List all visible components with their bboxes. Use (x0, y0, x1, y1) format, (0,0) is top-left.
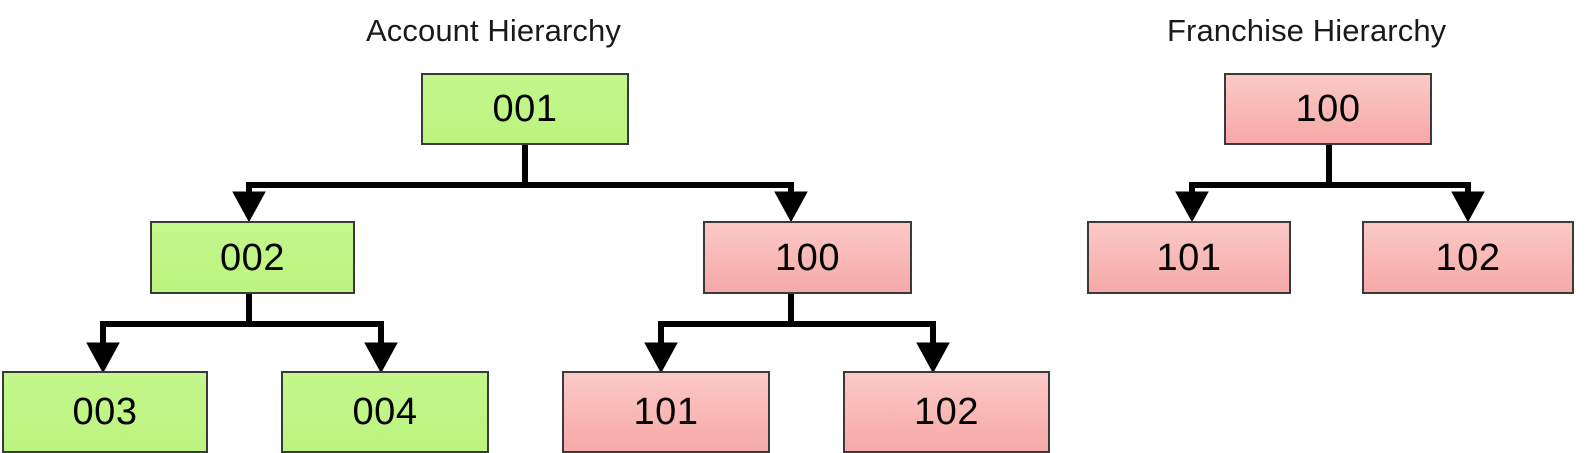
node-account-002[interactable]: 002 (150, 221, 355, 294)
node-franchise-100[interactable]: 100 (1224, 73, 1432, 145)
edge-acct-100-to-101 (644, 294, 794, 374)
node-account-004[interactable]: 004 (281, 371, 489, 453)
edge-acct-100-to-102 (788, 294, 950, 374)
edge-acct-001-to-002 (232, 145, 528, 223)
edge-acct-001-to-100 (522, 145, 808, 223)
node-franchise-101[interactable]: 101 (1087, 221, 1291, 294)
node-account-102[interactable]: 102 (843, 371, 1050, 453)
account-hierarchy-title: Account Hierarchy (366, 13, 621, 48)
franchise-hierarchy-title: Franchise Hierarchy (1167, 13, 1447, 48)
node-account-100[interactable]: 100 (703, 221, 912, 294)
node-franchise-102[interactable]: 102 (1362, 221, 1574, 294)
edge-acct-002-to-004 (246, 294, 398, 374)
edge-fran-100-to-102 (1326, 145, 1485, 223)
edge-fran-100-to-101 (1175, 145, 1332, 223)
node-account-101[interactable]: 101 (562, 371, 770, 453)
edge-acct-002-to-003 (86, 294, 252, 374)
node-account-003[interactable]: 003 (2, 371, 208, 453)
node-account-001[interactable]: 001 (421, 73, 629, 145)
